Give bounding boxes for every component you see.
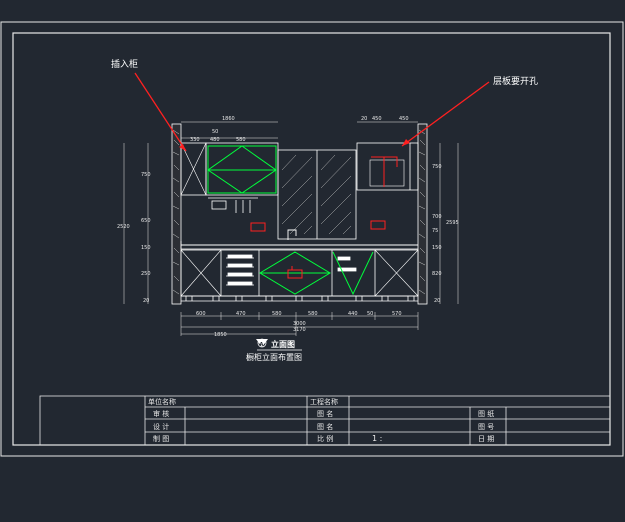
dim-bottom-left: 1850 (214, 332, 227, 338)
dim-bottom-6: 50 (367, 311, 373, 317)
cabinet-feet (181, 296, 418, 302)
base-left-door (180, 249, 222, 297)
dim-top-left-total: 1860 (222, 116, 235, 122)
red-outlet-symbols (250, 156, 398, 279)
drawing-caption: 橱柜立面布置图 (246, 352, 302, 362)
dim-right-1: 750 (432, 164, 442, 170)
dim-bottom-1: 600 (196, 311, 206, 317)
dim-bottom-sub: 3170 (293, 327, 306, 333)
dim-top-left-sub-3: 580 (236, 137, 246, 143)
right-callout: 层板要开孔 (401, 75, 538, 147)
dim-right-2: 700 (432, 214, 442, 220)
tb-scale-value: 1 : (372, 434, 382, 443)
dim-right-total: 2595 (446, 220, 459, 226)
dim-left-5: 20 (143, 298, 149, 304)
title-block-labels: 单位名称 工程名称 审 核 图 名 图 纸 设 计 图 名 图 号 制 图 比 … (148, 397, 494, 443)
dim-bottom-3: 580 (272, 311, 282, 317)
dim-left-4: 250 (141, 271, 151, 277)
tb-draft: 制 图 (153, 434, 169, 443)
tb-design: 设 计 (153, 422, 169, 431)
dim-top-left-small: 50 (212, 129, 218, 135)
dim-top-right-1: 20 (361, 116, 367, 122)
view-symbol: A (260, 342, 264, 348)
dim-right-3: 75 (432, 228, 438, 234)
green-door-patterns (207, 145, 374, 296)
outer-frame (0, 21, 624, 457)
range-hood (369, 159, 405, 187)
dimension-labels: 1860 50 330 480 580 20 450 450 2520 750 … (117, 116, 459, 338)
tb-number: 图 号 (478, 423, 494, 431)
dim-left-1: 750 (141, 172, 151, 178)
tb-drawing-name-2: 图 名 (317, 422, 333, 431)
left-wall-hatch (172, 129, 180, 295)
dimension-lines (123, 121, 459, 336)
glass-hatch (281, 154, 352, 235)
faucet (287, 229, 297, 240)
drawer-stack-right (337, 256, 357, 272)
dim-bottom-7: 570 (392, 311, 402, 317)
tb-scale-label: 比 例 (317, 434, 333, 443)
tb-drawing-name-1: 图 名 (317, 409, 333, 418)
dim-bottom-5: 440 (348, 311, 358, 317)
tb-date: 日 期 (478, 435, 494, 443)
upper-cabinet-green (205, 142, 279, 196)
tb-project-label: 工程名称 (310, 397, 338, 406)
dim-bottom-2: 470 (236, 311, 246, 317)
left-callout-text: 插入柜 (111, 58, 138, 70)
dim-bottom-total: 3000 (293, 321, 306, 327)
dim-top-right-3: 450 (399, 116, 409, 122)
dim-bottom-4: 580 (308, 311, 318, 317)
dim-top-left-sub-1: 330 (190, 137, 200, 143)
right-wall (417, 123, 428, 305)
view-marker-icon (256, 339, 268, 347)
left-callout: 插入柜 (111, 58, 187, 152)
tb-sheet: 图 纸 (478, 409, 494, 418)
elevation-label: A 立面图 橱柜立面布置图 (246, 338, 302, 362)
dim-left-2: 650 (141, 218, 151, 224)
view-label: 立面图 (271, 339, 295, 349)
dim-right-4: 150 (432, 245, 442, 251)
base-right-door (374, 249, 419, 297)
right-callout-text: 层板要开孔 (493, 75, 538, 87)
dim-top-right-2: 450 (372, 116, 382, 122)
cabinet-elevation (171, 123, 428, 305)
drawer-stack (226, 254, 254, 286)
dim-left-total: 2520 (117, 224, 130, 230)
dim-right-5: 820 (432, 271, 442, 277)
upper-cabinet-right (356, 142, 419, 191)
dim-right-6: 20 (434, 298, 440, 304)
tb-review: 审 核 (153, 409, 169, 418)
dim-top-left-sub-2: 480 (210, 137, 220, 143)
dim-left-3: 150 (141, 245, 151, 251)
left-wall (171, 123, 182, 305)
title-block (39, 395, 611, 446)
tb-unit-label: 单位名称 (148, 397, 176, 406)
